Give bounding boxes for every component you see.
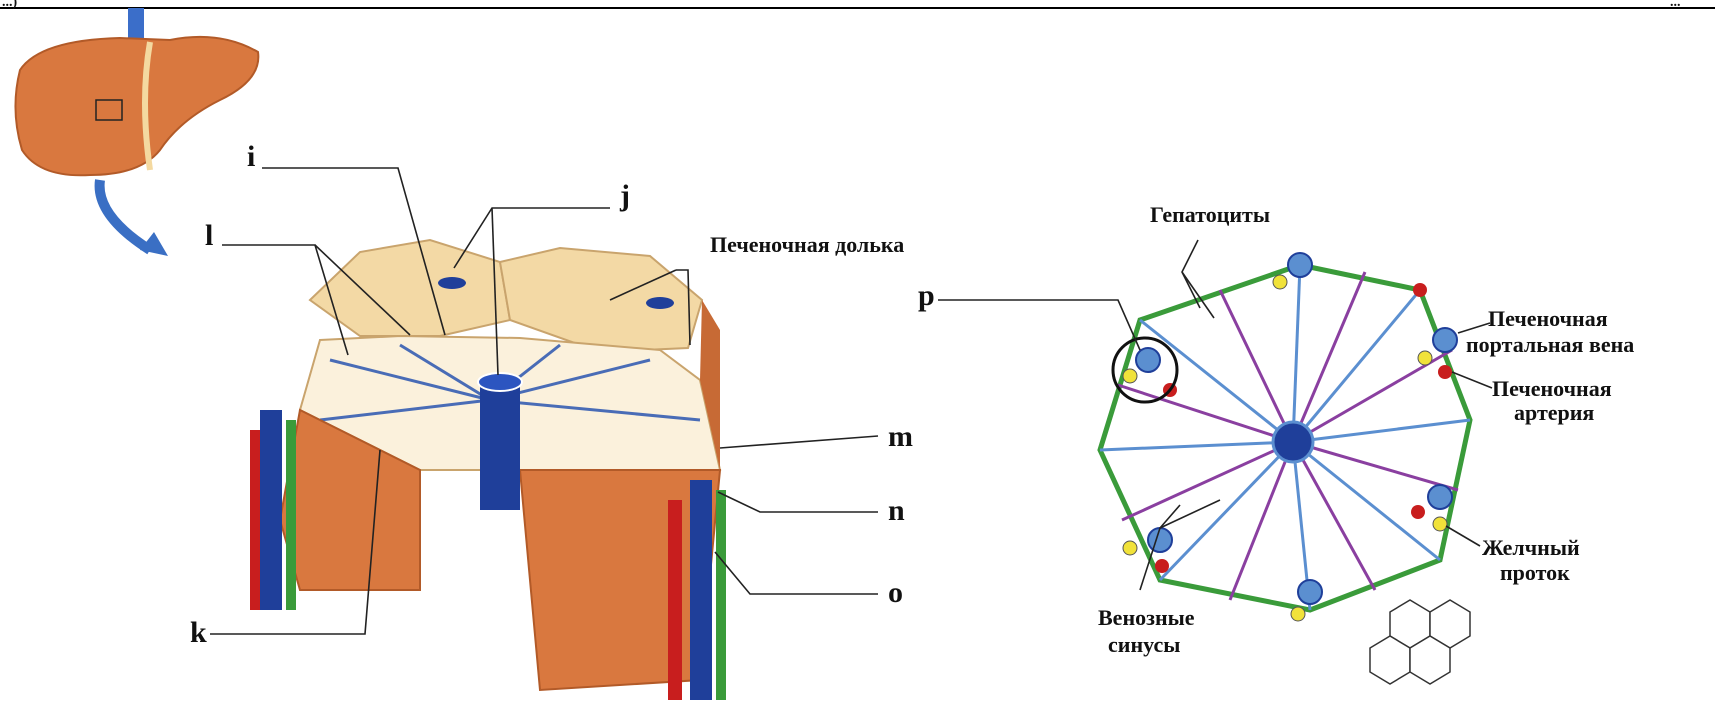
label-sinuses-line1: Венозные: [1098, 605, 1195, 630]
label-portal-vein-line2: портальная вена: [1466, 332, 1634, 357]
label-lobule: Печеночная долька: [710, 232, 904, 257]
header-right-fragment: ...: [1670, 0, 1681, 10]
label-j: j: [619, 179, 630, 212]
header-left-fragment: ...): [2, 0, 18, 10]
label-p: p: [918, 279, 935, 312]
label-o: o: [888, 576, 903, 609]
label-bile-duct-line2: проток: [1500, 560, 1570, 585]
lobule-3d-illustration: [250, 240, 726, 700]
label-k: k: [190, 616, 207, 649]
label-m: m: [888, 420, 913, 453]
label-sinuses-line2: синусы: [1108, 632, 1180, 657]
label-i: i: [247, 140, 255, 173]
label-bile-duct-line1: Желчный: [1482, 535, 1580, 560]
label-artery-line2: артерия: [1514, 400, 1594, 425]
label-n: n: [888, 494, 905, 527]
label-l: l: [205, 219, 213, 252]
liver-organ-illustration: [15, 8, 258, 256]
label-portal-vein-line1: Печеночная: [1488, 306, 1608, 331]
label-hepatocytes: Гепатоциты: [1150, 202, 1270, 227]
label-artery-line1: Печеночная: [1492, 376, 1612, 401]
